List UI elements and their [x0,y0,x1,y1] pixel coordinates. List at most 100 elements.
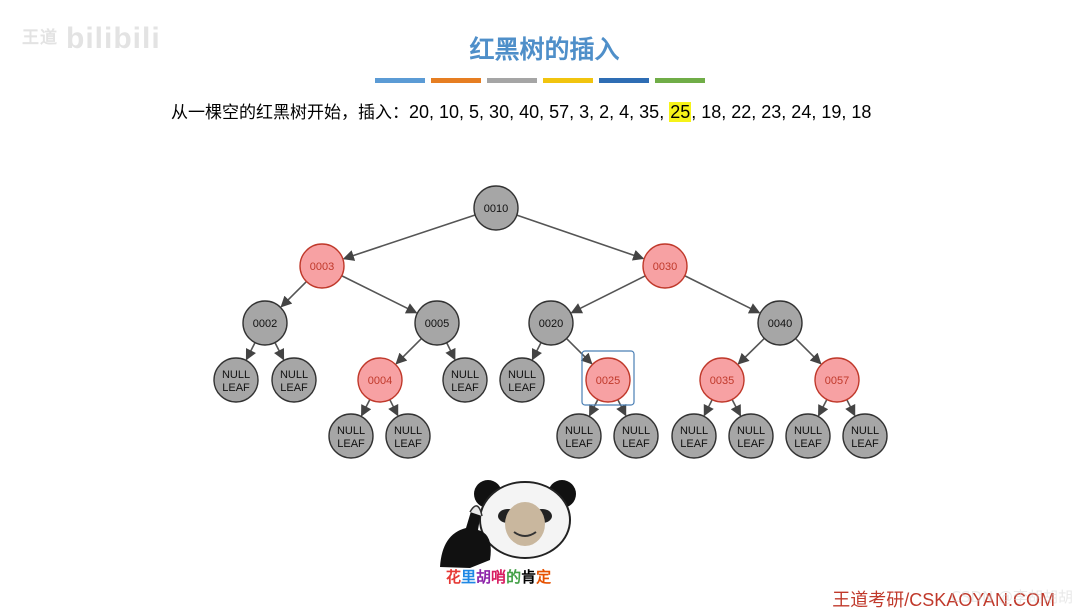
tree-edge [794,337,822,365]
insert-sequence: 从一棵空的红黑树开始，插入：20, 10, 5, 30, 40, 57, 3, … [171,98,871,123]
node-circle [671,413,717,459]
node-label: NULL [394,425,422,437]
meme-caption-char: 胡 [476,568,492,586]
node-label: NULL [794,425,822,437]
tree-edge [684,275,761,314]
node-label: 0003 [310,261,334,273]
tree-edge [845,399,856,417]
node-label: LEAF [737,438,765,450]
tree-edge [531,342,542,361]
title-stripe [375,78,425,83]
node-label: 0004 [368,375,392,387]
tree-edge [730,399,742,417]
red-node: 0003 [299,243,345,289]
node-label: 0030 [653,261,677,273]
node-label: NULL [451,369,479,381]
red-node: 0035 [699,357,745,403]
meme-caption: 花里胡哨的肯定 [446,566,551,587]
node-circle [585,357,631,403]
bilibili-watermark: 王道 bilibili [22,22,161,56]
node-label: 0005 [425,318,449,330]
node-circle [385,413,431,459]
tree-edge [395,337,423,365]
node-label: NULL [851,425,879,437]
node-label: 0002 [253,318,277,330]
node-circle [299,243,345,289]
node-circle [414,300,460,346]
csdn-watermark: CSDN @李胡胡胡 [950,588,1073,606]
sequence-prefix: 从一棵空的红黑树开始，插入： [171,103,409,123]
title-stripe [599,78,649,83]
node-circle [357,357,403,403]
node-label: LEAF [394,438,422,450]
node-circle [242,300,288,346]
node-label: LEAF [222,382,250,394]
black-node: 0010 [473,185,519,231]
slide-title: 红黑树的插入 [469,35,620,64]
node-circle [757,300,803,346]
red-node: 0025 [581,350,635,406]
node-circle [442,357,488,403]
node-circle [785,413,831,459]
node-circle [699,357,745,403]
watermark-prefix: 王道 [22,28,58,47]
node-label: NULL [565,425,593,437]
black-node: 0005 [414,300,460,346]
node-circle [473,185,519,231]
node-label: LEAF [508,382,536,394]
node-circle [271,357,317,403]
node-label: NULL [280,369,308,381]
tree-edge [703,399,714,417]
node-circle [842,413,888,459]
node-label: 0035 [710,375,734,387]
meme-caption-char: 肯 [521,568,537,586]
red-node: 0030 [642,243,688,289]
node-label: NULL [508,369,536,381]
tree-edge [565,337,593,365]
title-stripe [487,78,537,83]
meme-caption-char: 里 [461,568,477,586]
red-node: 0057 [814,357,860,403]
selection-box [581,350,635,406]
title-stripe [655,78,705,83]
node-label: NULL [737,425,765,437]
sequence-highlight: 25 [669,102,692,122]
tree-edge [274,342,285,361]
node-label: LEAF [451,382,479,394]
node-circle [613,413,659,459]
red-node: 0004 [357,357,403,403]
node-label: 0010 [484,203,508,215]
black-node: 0002 [242,300,288,346]
meme-caption-char: 的 [506,568,522,586]
node-label: 0057 [825,375,849,387]
watermark-logo-text: bilibili [66,22,161,55]
tree-edge [341,275,418,314]
node-label: LEAF [337,438,365,450]
node-label: LEAF [622,438,650,450]
node-label: 0025 [596,375,620,387]
tree-edge [817,399,829,417]
node-label: LEAF [680,438,708,450]
sequence-after: , 18, 22, 23, 24, 19, 18 [691,102,872,122]
title-stripe [431,78,481,83]
meme-caption-char: 定 [536,568,552,586]
meme-caption-char: 花 [446,568,462,586]
tree-edge [588,399,600,417]
node-circle [642,243,688,289]
node-label: NULL [680,425,708,437]
title-stripe [543,78,593,83]
node-circle [556,413,602,459]
tree-edge [616,399,627,417]
tree-edge [245,342,256,361]
node-label: 0020 [539,318,563,330]
tree-edge [445,342,456,361]
